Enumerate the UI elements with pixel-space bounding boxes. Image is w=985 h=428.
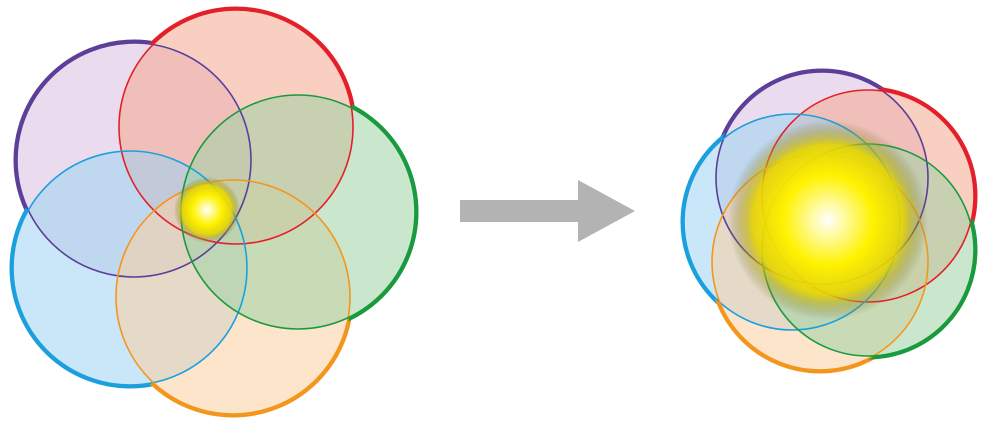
merged-circles [680,68,978,374]
right-arrow-icon [460,180,635,242]
glow-light [728,120,928,320]
green-circle [181,95,415,329]
separated-circles [9,6,419,418]
glow-light [174,177,240,243]
